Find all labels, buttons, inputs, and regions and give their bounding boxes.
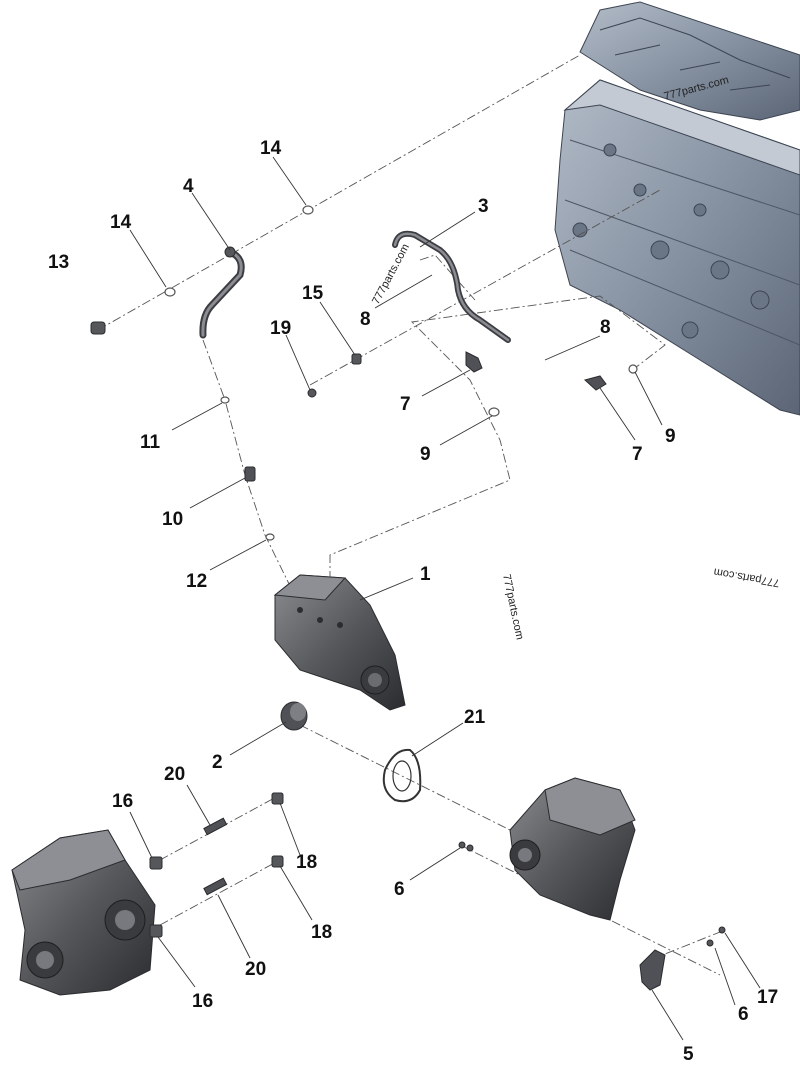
callout-5: 5 xyxy=(683,1044,694,1065)
gasket-21 xyxy=(382,748,422,803)
callout-20-upper: 20 xyxy=(164,764,185,785)
o-ring-12-shape xyxy=(265,533,275,541)
bolts xyxy=(458,841,726,947)
callout-17: 17 xyxy=(757,987,778,1008)
o-ring-11-shape xyxy=(220,396,230,404)
part-2-cap xyxy=(280,701,308,731)
fitting-15-shape xyxy=(351,353,362,365)
watermark-right: 777parts.com xyxy=(713,565,781,588)
fittings xyxy=(90,205,638,541)
fitting-10-shape xyxy=(244,466,256,482)
callout-leaders xyxy=(129,156,761,1041)
compressor-right xyxy=(509,777,636,921)
callout-21: 21 xyxy=(464,707,486,728)
studs-and-nuts xyxy=(149,792,284,938)
callout-15: 15 xyxy=(302,283,324,304)
callout-20-lower: 20 xyxy=(245,959,266,980)
callout-16-upper: 16 xyxy=(112,791,133,812)
callout-11: 11 xyxy=(140,432,161,453)
compressor-left xyxy=(11,829,156,996)
callout-7-right: 7 xyxy=(632,444,643,465)
watermark-center: 777parts.com xyxy=(500,573,526,641)
callout-4: 4 xyxy=(183,176,194,197)
callout-14-right: 14 xyxy=(260,138,282,159)
watermark-pipe: 777parts.com xyxy=(370,242,412,306)
elbow-7b-shape xyxy=(583,375,607,391)
callout-9-right: 9 xyxy=(665,426,676,447)
callout-13: 13 xyxy=(48,252,69,273)
bolt-13-shape xyxy=(90,321,106,335)
bracket-5 xyxy=(639,949,666,991)
callout-14-left: 14 xyxy=(110,212,132,233)
callout-3: 3 xyxy=(478,196,489,217)
o-ring-14a-shape xyxy=(164,287,176,297)
part-1-unit xyxy=(273,574,406,711)
engine-block xyxy=(554,1,800,416)
o-ring-9b-shape xyxy=(628,364,638,374)
callout-18-lower: 18 xyxy=(311,922,332,943)
o-ring-9a-shape xyxy=(488,407,500,417)
callout-18-upper: 18 xyxy=(296,852,317,873)
callout-10: 10 xyxy=(162,509,183,530)
pipe-part-3 xyxy=(392,230,511,343)
pipe-part-4 xyxy=(199,246,245,339)
callout-16-lower: 16 xyxy=(192,991,213,1012)
callout-6-right: 6 xyxy=(738,1004,749,1025)
callout-12: 12 xyxy=(186,571,207,592)
screw-19-shape xyxy=(307,388,317,398)
callout-9-left: 9 xyxy=(420,444,431,465)
callout-8-left: 8 xyxy=(360,309,371,330)
callout-7-upper: 7 xyxy=(400,394,411,415)
o-ring-14b-shape xyxy=(302,205,314,215)
elbow-7a-shape xyxy=(465,351,483,373)
callout-6-left: 6 xyxy=(394,879,405,900)
callout-labels: 1 2 3 4 5 6 6 7 7 8 8 9 9 10 11 12 13 14… xyxy=(48,138,778,1065)
callout-2: 2 xyxy=(212,752,223,773)
callout-1: 1 xyxy=(420,564,431,585)
callout-19: 19 xyxy=(270,318,291,339)
callout-8-right: 8 xyxy=(600,317,611,338)
